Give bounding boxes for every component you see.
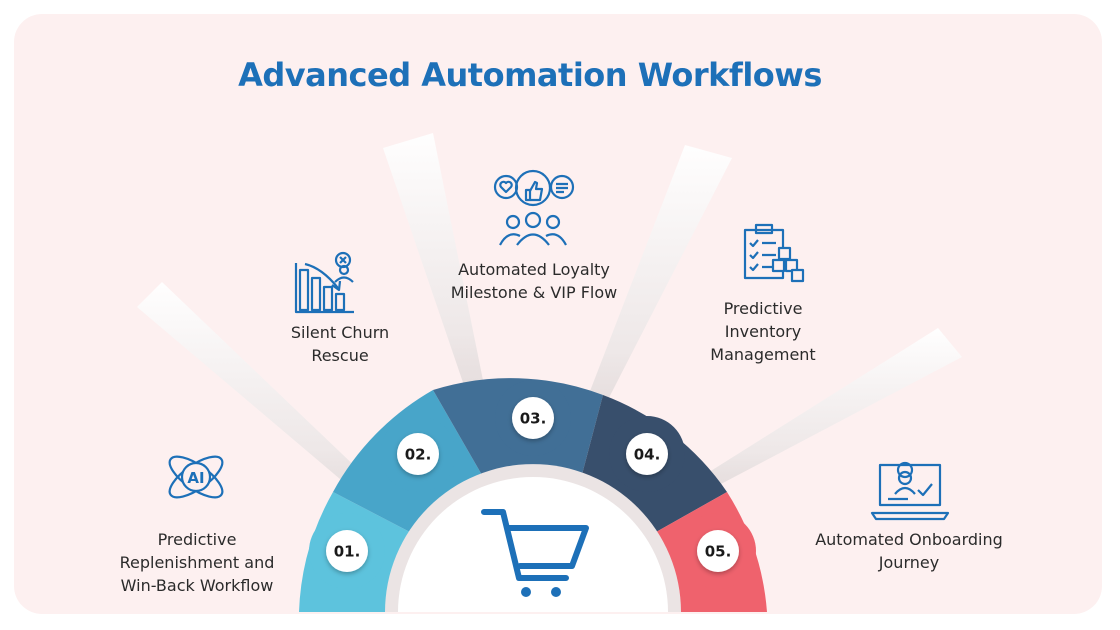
badge-03-number: 03. [520,410,547,428]
page-title: Advanced Automation Workflows [238,56,822,94]
badge-04-number: 04. [634,446,661,464]
badge-05-number: 05. [705,543,732,561]
laptop-onboarding-icon [870,461,950,521]
svg-text:AI: AI [187,469,204,487]
community-feedback-icon [493,169,575,246]
light-beams [137,133,962,507]
badge-04 [626,433,668,475]
step-03-label: Automated Loyalty Milestone & VIP Flow [450,260,618,302]
badge-02 [397,433,439,475]
step-01-label: Predictive Replenishment and Win-Back Wo… [119,530,275,595]
step-04-label: Predictive Inventory Management [710,299,816,364]
badge-02-number: 02. [405,446,432,464]
churn-chart-icon [294,251,354,314]
shopping-cart-icon [481,509,589,597]
step-02-label: Silent Churn Rescue [290,323,390,365]
badge-05 [697,530,739,572]
step-05-label: Automated Onboarding Journey [815,530,1003,572]
center-hub [385,464,681,612]
badge-01-number: 01. [334,543,361,561]
inventory-checklist-icon [743,223,805,283]
badge-01 [326,530,368,572]
ai-atom-icon: AI [168,455,224,499]
badge-03 [512,397,554,439]
